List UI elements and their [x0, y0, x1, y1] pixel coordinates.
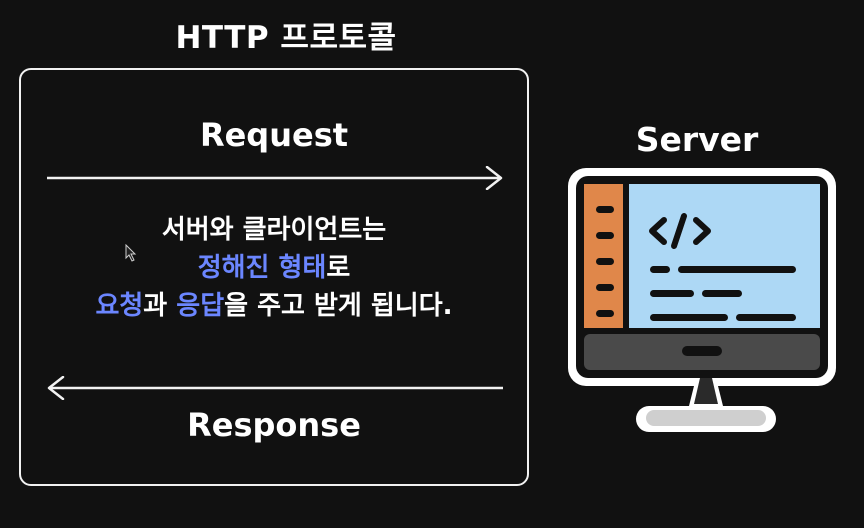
server-label: Server — [635, 120, 759, 159]
highlight-request: 요청 — [95, 291, 144, 321]
diagram-title: HTTP 프로토콜 — [175, 20, 397, 56]
mouse-cursor-icon — [125, 244, 137, 262]
description-line-3-text-2: 을 주고 받게 됩니다. — [224, 291, 453, 321]
description-line-2: 정해진 형태로 — [21, 249, 527, 287]
response-label: Response — [187, 406, 361, 444]
description-line-2-rest: 로 — [326, 253, 351, 283]
description-line-3-text-1: 과 — [143, 291, 177, 321]
response-arrow-icon — [47, 376, 503, 400]
server-monitor-icon — [568, 168, 836, 432]
description-line-1: 서버와 클라이언트는 — [161, 215, 387, 245]
request-label: Request — [199, 116, 349, 154]
description-line-3: 요청과 응답을 주고 받게 됩니다. — [21, 287, 527, 325]
request-arrow-icon — [47, 166, 503, 190]
description-text: 서버와 클라이언트는 정해진 형태로 요청과 응답을 주고 받게 됩니다. — [21, 211, 527, 325]
highlight-response: 응답 — [176, 291, 225, 321]
protocol-frame: Request 서버와 클라이언트는 정해진 형태로 요청과 응답을 주고 받게… — [19, 68, 529, 486]
highlight-fixed-form: 정해진 형태 — [197, 253, 327, 283]
